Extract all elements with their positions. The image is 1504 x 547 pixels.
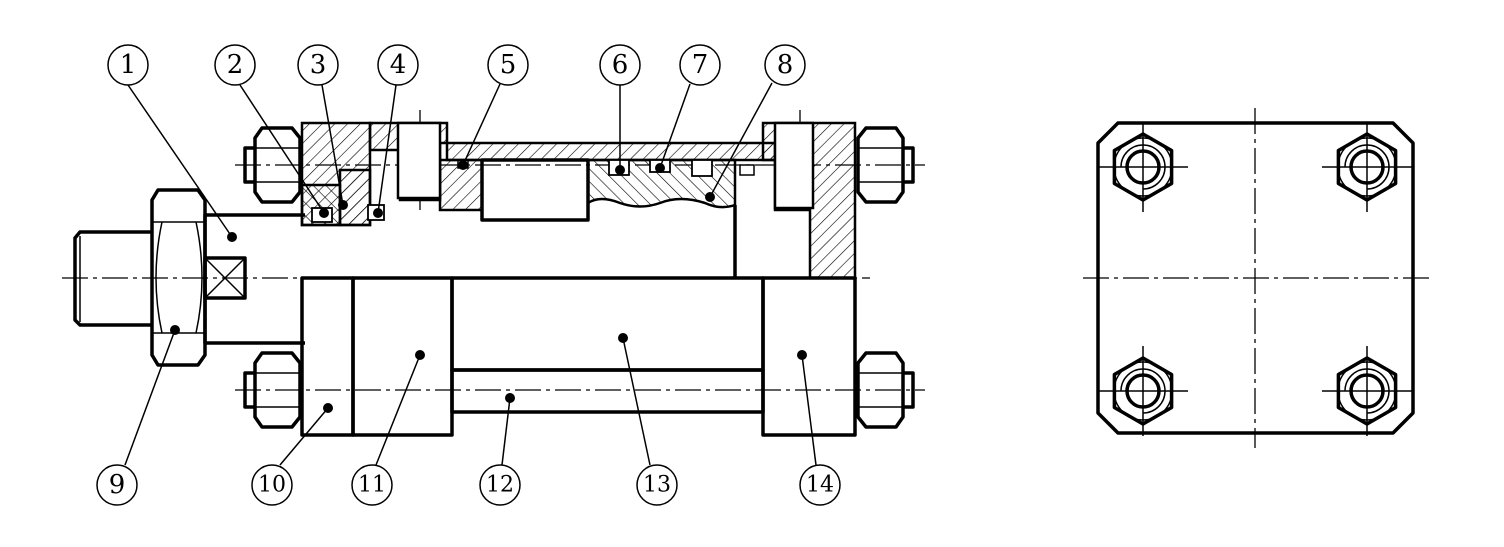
callout-11: 11 (351, 464, 393, 506)
leader-dot-5 (458, 160, 468, 170)
port-right (773, 121, 815, 210)
leader-line-14 (801, 354, 817, 466)
section-view (62, 110, 925, 437)
leader-dot-3 (338, 200, 348, 210)
bolt-nut-icon-1 (1098, 122, 1188, 212)
leader-line-2 (239, 84, 325, 214)
callouts: 1 2 3 4 5 6 7 8 9 10 11 12 13 14 (96, 44, 841, 506)
leader-line-5 (462, 83, 501, 166)
callout-label: 6 (612, 50, 629, 80)
leader-line-7 (659, 83, 691, 169)
leader-line-12 (501, 397, 511, 466)
callout-12: 12 (479, 464, 521, 506)
leader-dot-14 (797, 350, 807, 360)
tie-rod-nut-lower-right (856, 351, 915, 429)
callout-label: 5 (500, 50, 517, 80)
callout-5: 5 (487, 44, 529, 86)
callout-label: 8 (777, 50, 794, 80)
front-cover-section (300, 121, 484, 227)
leader-dot-12 (505, 393, 515, 403)
leader-dot-10 (323, 403, 333, 413)
callout-label: 1 (120, 50, 137, 80)
callout-6: 6 (599, 44, 641, 86)
leader-dot-13 (618, 333, 628, 343)
leader-dot-7 (655, 163, 665, 173)
callout-label: 9 (109, 470, 126, 500)
front-cover-11 (351, 276, 454, 437)
callout-label: 3 (310, 50, 327, 80)
leader-dot-4 (373, 208, 383, 218)
leader-line-1 (127, 84, 233, 238)
piston-rod (203, 213, 305, 345)
leader-dot-9 (170, 325, 180, 335)
callout-10: 10 (251, 464, 293, 506)
bolt-nut-icon-2 (1322, 122, 1412, 212)
callout-label: 14 (806, 473, 834, 498)
leader-line-3 (321, 84, 344, 206)
callout-label: 12 (486, 473, 514, 498)
tie-rod-nut-upper-left (243, 126, 302, 204)
piston-groove (691, 159, 713, 177)
inner-bore (480, 158, 590, 222)
callout-14: 14 (799, 464, 841, 506)
port-left (396, 121, 442, 200)
tie-rod-nut-upper-right (856, 126, 915, 204)
callout-label: 13 (643, 473, 671, 498)
leader-dot-2 (319, 208, 329, 218)
leader-line-13 (622, 337, 651, 466)
leader-line-10 (279, 407, 329, 466)
callout-3: 3 (297, 44, 339, 86)
callout-9: 9 (96, 464, 138, 506)
callout-label: 10 (258, 473, 286, 498)
callout-8: 8 (764, 44, 806, 86)
leader-line-8 (709, 82, 773, 198)
cylinder-tube-wall (445, 141, 777, 162)
end-view (1083, 108, 1430, 448)
callout-label: 2 (227, 50, 244, 80)
callout-4: 4 (377, 44, 419, 86)
callout-1: 1 (107, 44, 149, 86)
callout-2: 2 (214, 44, 256, 86)
leader-line-11 (375, 354, 421, 466)
bolt-nut-icon-4 (1322, 346, 1412, 436)
callout-13: 13 (636, 464, 678, 506)
leader-lines (124, 82, 817, 466)
leader-dot-1 (227, 232, 237, 242)
leader-dot-6 (615, 165, 625, 175)
callout-label: 11 (358, 473, 386, 498)
bolt-nut-icon-3 (1098, 346, 1188, 436)
leader-line-9 (124, 329, 176, 466)
leader-dot-11 (415, 350, 425, 360)
callout-label: 4 (390, 50, 407, 80)
tie-rod-nut-lower-left (243, 351, 302, 429)
end-plate (1096, 121, 1415, 435)
tie-rod-12 (450, 368, 765, 414)
rear-cover-section (733, 121, 857, 280)
rear-cover-14 (761, 276, 857, 437)
callout-label: 7 (692, 50, 709, 80)
leader-line-4 (377, 84, 397, 214)
callout-7: 7 (679, 44, 721, 86)
leader-dot-8 (705, 192, 715, 202)
cylinder-tube-13 (450, 276, 765, 372)
